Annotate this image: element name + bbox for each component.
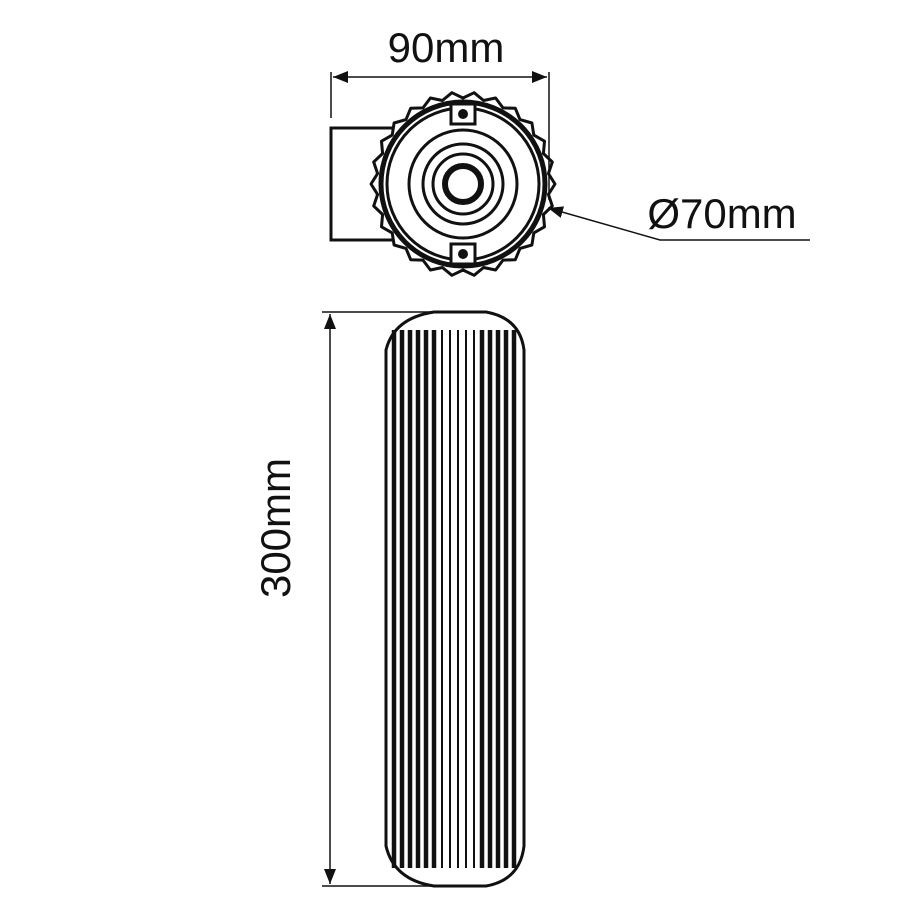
lens-ring-outer	[407, 128, 519, 240]
top-view: 90mm Ø70mm	[329, 24, 810, 277]
front-view: 300mm	[252, 310, 526, 888]
diameter-label: Ø70mm	[647, 190, 796, 237]
lens-center	[442, 163, 484, 205]
height-label: 300mm	[252, 458, 299, 598]
flute-lines	[391, 330, 517, 868]
height-dimension: 300mm	[252, 311, 440, 887]
lens-ring-inner	[431, 152, 495, 216]
diameter-dimension: Ø70mm	[547, 190, 810, 241]
screw-bottom	[449, 242, 477, 266]
lens-ring-mid	[421, 142, 505, 226]
width-dimension: 90mm	[330, 24, 550, 200]
screw-top	[449, 102, 477, 126]
width-label: 90mm	[388, 24, 505, 71]
fluted-body-outline	[384, 310, 526, 888]
